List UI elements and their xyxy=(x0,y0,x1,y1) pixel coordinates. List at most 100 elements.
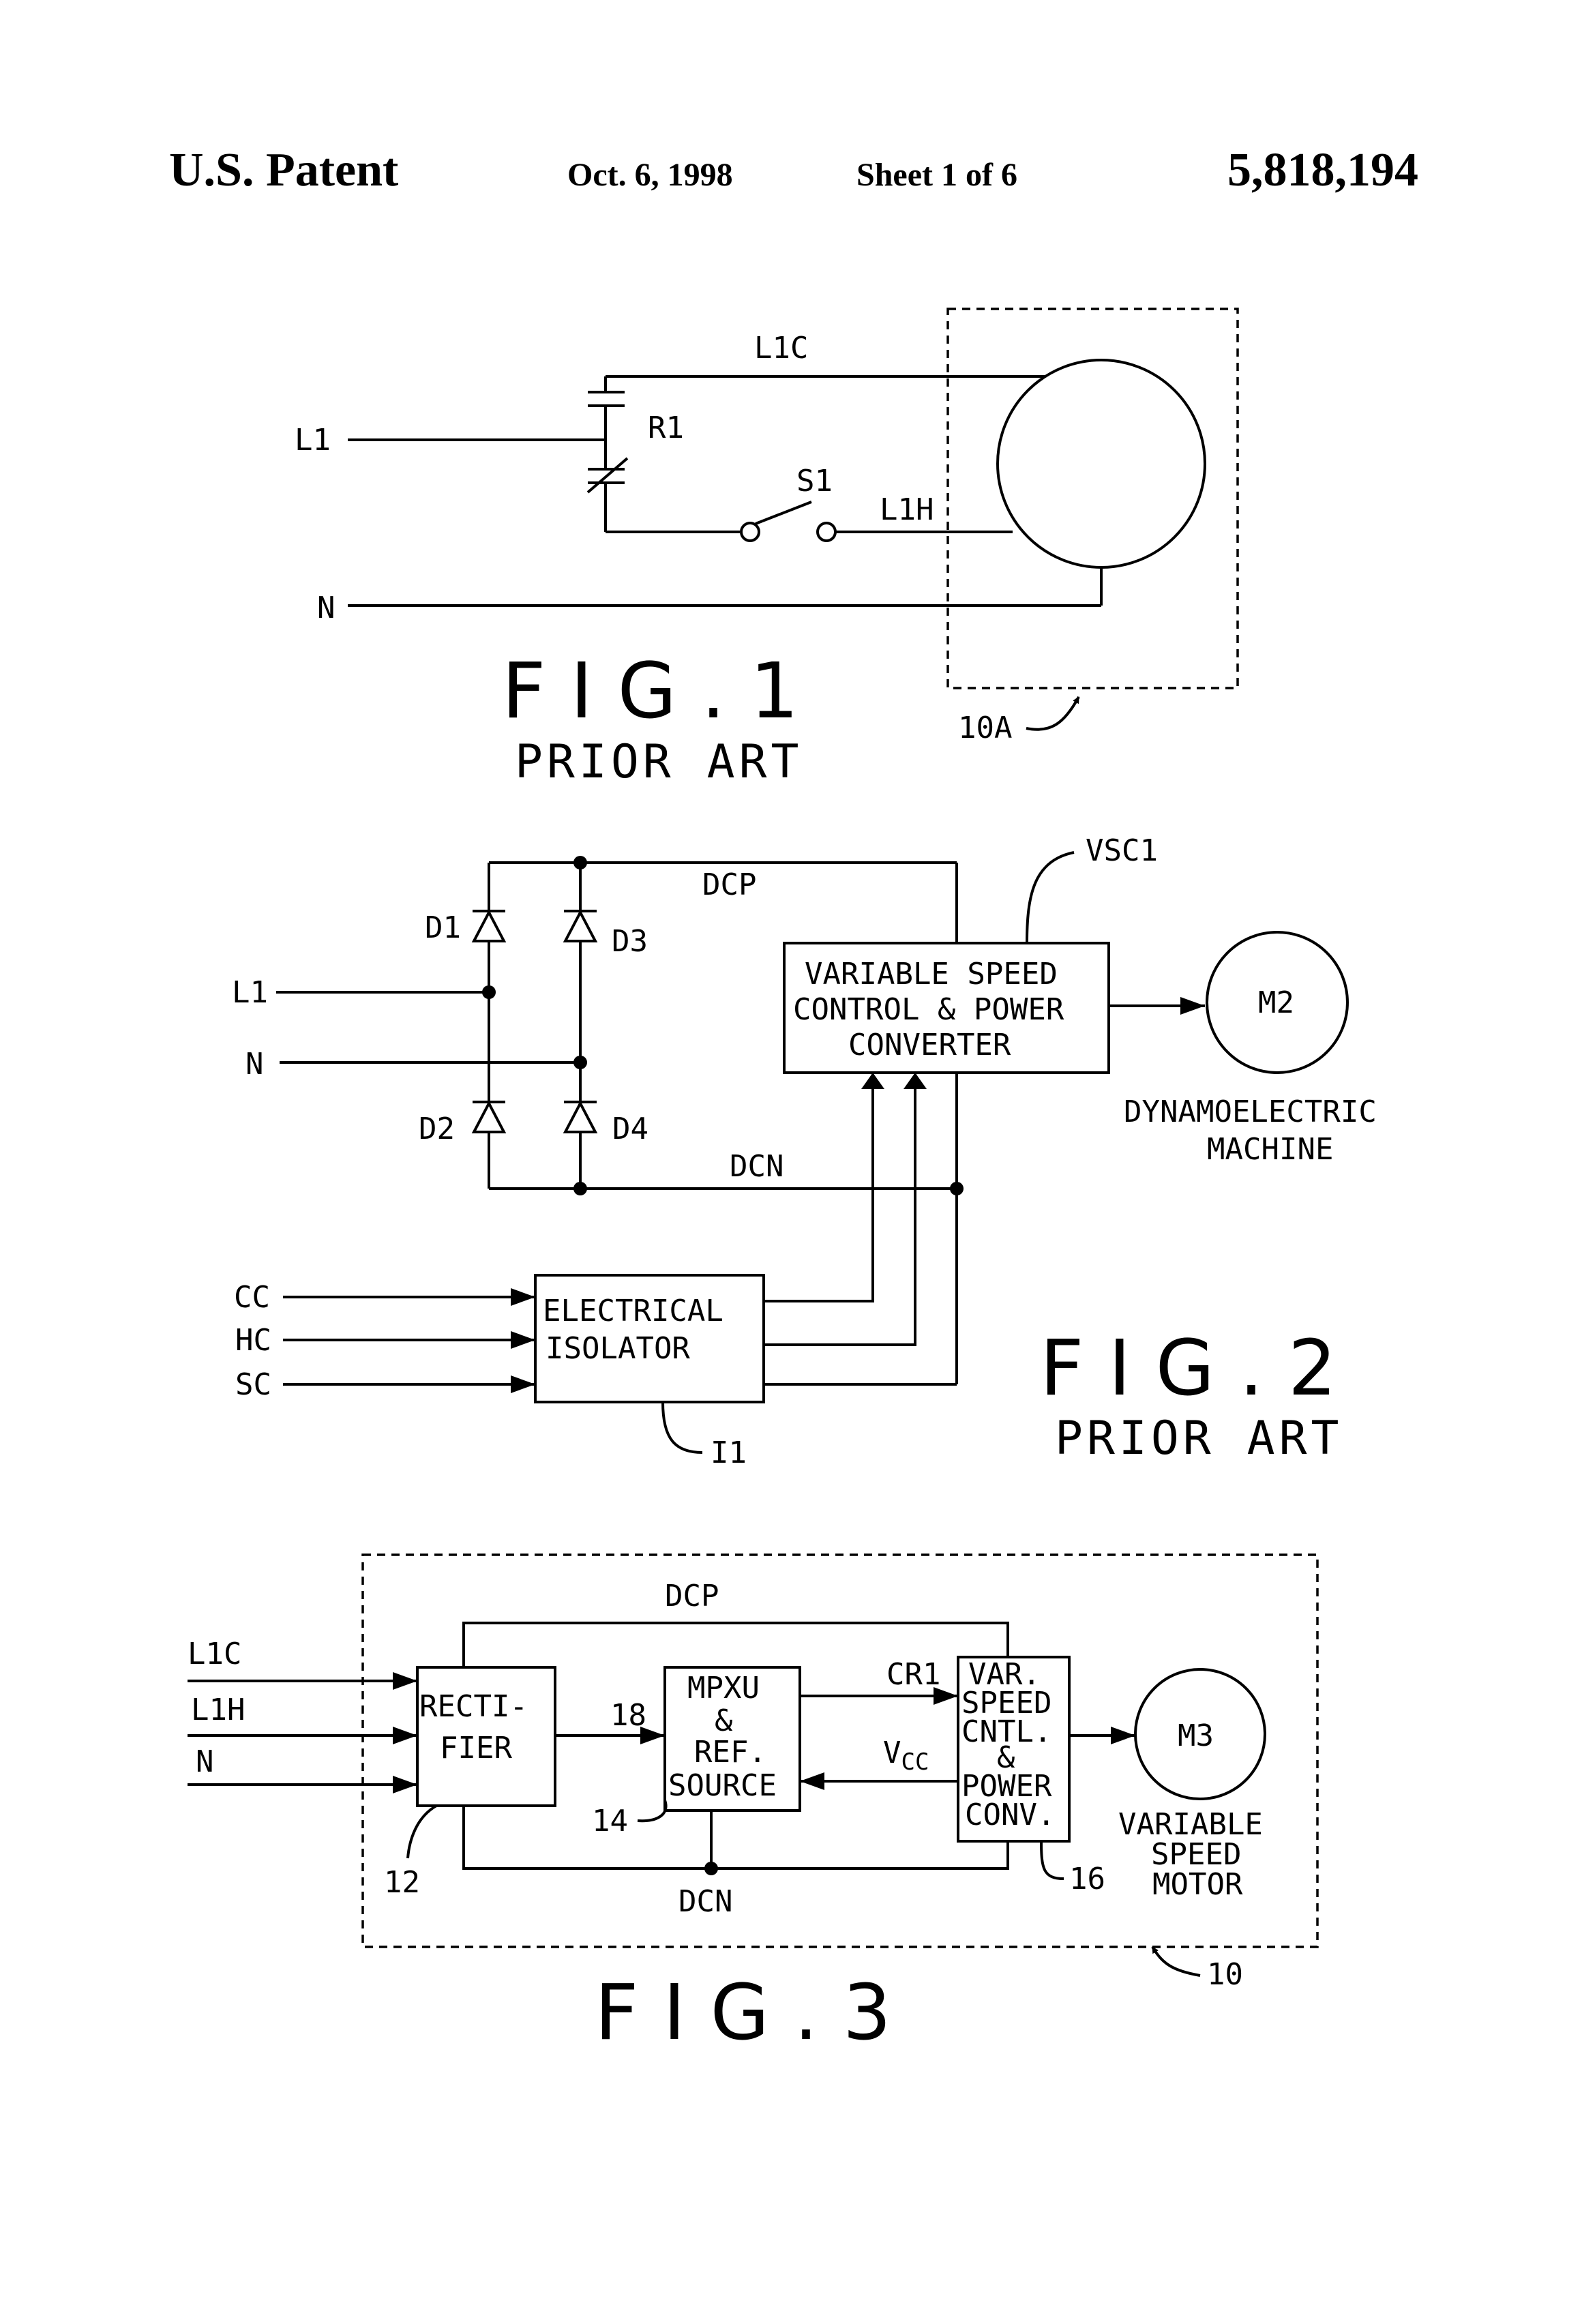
header-patent-number: 5,818,194 xyxy=(1227,144,1418,196)
fig3-vsc-line-2: SPEED xyxy=(961,1686,1051,1720)
diode-d1 xyxy=(471,909,507,942)
fig3-vsc-line-3: CNTL. xyxy=(961,1714,1051,1749)
fig2-label-d1: D1 xyxy=(425,910,461,945)
fig2-label-vsc1: VSC1 xyxy=(1086,833,1158,868)
fig3-enclosure-boundary xyxy=(361,1553,1319,1948)
fig3-label-l1c: L1C xyxy=(188,1637,241,1671)
fig3-vsc-line-6: CONV. xyxy=(965,1798,1055,1832)
fig2-label-cc: CC xyxy=(234,1280,270,1315)
fig3-dcn-rail xyxy=(462,1806,1009,1870)
fig2-label-m2: M2 xyxy=(1258,985,1294,1020)
fig3-vsc-block xyxy=(957,1656,1071,1843)
fig2-vsc-line-2: CONTROL & POWER xyxy=(793,992,1064,1027)
fig2-vsc-block xyxy=(783,942,1110,1074)
fig3-dcn-junction xyxy=(704,1862,718,1875)
fig3-label-l1h: L1H xyxy=(191,1693,245,1727)
fig3-label-m3: M3 xyxy=(1178,1718,1214,1753)
fig3-rectifier-line-2: FIER xyxy=(440,1731,512,1766)
fig1-wiring xyxy=(348,375,1103,607)
fig2-label-i1: I1 xyxy=(711,1435,747,1470)
fig3-vsc-line-5: POWER xyxy=(961,1769,1052,1804)
fig2-label-dcp: DCP xyxy=(702,867,756,902)
figure-1: L1 N L1C R1 S1 L1H M1 10A xyxy=(295,308,1239,789)
fig3-label-12: 12 xyxy=(384,1865,420,1900)
fig1-label-n: N xyxy=(317,591,335,625)
page-header: U.S. Patent Oct. 6, 1998 Sheet 1 of 6 5,… xyxy=(169,144,1418,196)
fig2-vsc-line-3: CONVERTER xyxy=(848,1028,1011,1062)
fig2-isolator-to-vsc-1 xyxy=(764,1073,884,1302)
fig2-label-hc: HC xyxy=(235,1323,271,1358)
fig3-caption-line-1: VARIABLE xyxy=(1118,1807,1263,1842)
fig3-mpxu-line-4: SOURCE xyxy=(668,1768,777,1803)
header-patent-label: U.S. Patent xyxy=(169,144,398,196)
fig3-label-10: 10 xyxy=(1207,1957,1243,1992)
fig1-label-r1: R1 xyxy=(648,411,684,445)
fig3-ref-leader-16 xyxy=(1040,1841,1064,1880)
figure-3: RECTI- FIER MPXU & REF. SOURCE VAR. SPEE… xyxy=(188,1553,1319,2057)
fig3-rectifier-block xyxy=(416,1666,556,1807)
fig1-label-l1h: L1H xyxy=(880,492,934,527)
fig1-label-l1: L1 xyxy=(295,423,331,458)
fig3-mpxu-line-1: MPXU xyxy=(687,1671,760,1705)
fig2-label-d3: D3 xyxy=(612,924,648,959)
fig2-isolator-line-2: ISOLATOR xyxy=(546,1331,690,1366)
fig3-title: FIG.3 xyxy=(595,1969,916,2057)
fig1-enclosure-boundary xyxy=(946,308,1239,689)
fig2-isolator-to-vsc-2 xyxy=(764,1073,927,1346)
fig3-vsc-line-4: & xyxy=(997,1740,1015,1775)
fig3-label-vcc: VCC xyxy=(883,1735,929,1776)
fig1-motor-m1 xyxy=(996,359,1206,569)
fig1-subtitle: PRIOR ART xyxy=(515,735,803,789)
fig2-title: FIG.2 xyxy=(1040,1324,1361,1413)
fig3-vsc-line-1: VAR. xyxy=(968,1657,1041,1692)
fig3-mpxu-block xyxy=(663,1666,801,1812)
header-date: Oct. 6, 1998 xyxy=(567,157,733,193)
fig2-subtitle: PRIOR ART xyxy=(1055,1412,1343,1465)
fig3-label-dcn: DCN xyxy=(678,1884,732,1919)
fig2-isolator-block xyxy=(534,1274,765,1403)
fig1-label-l1c: L1C xyxy=(754,331,808,366)
fig2-isolator-line-1: ELECTRICAL xyxy=(543,1294,723,1328)
fig3-label-cr1: CR1 xyxy=(886,1657,940,1692)
fig1-ref-leader-10a xyxy=(1026,696,1080,731)
switch-s1-blade xyxy=(755,501,812,525)
diode-d2 xyxy=(471,1100,507,1133)
fig2-caption-line-2: MACHINE xyxy=(1207,1132,1333,1167)
fig2-bridge-wiring xyxy=(276,861,958,1384)
fig3-motor-m3 xyxy=(1134,1668,1266,1800)
fig3-mpxu-line-3: REF. xyxy=(694,1735,766,1770)
fig3-mpxu-line-2: & xyxy=(715,1703,733,1738)
fig3-ref-leader-14 xyxy=(637,1800,668,1823)
fig2-ref-leader-vsc1 xyxy=(1026,851,1075,944)
fig2-label-n: N xyxy=(245,1047,264,1082)
fig2-label-sc: SC xyxy=(235,1367,271,1402)
fig2-ref-leader-i1 xyxy=(661,1401,703,1454)
fig3-label-18: 18 xyxy=(610,1698,646,1733)
fig2-label-dcn: DCN xyxy=(730,1149,783,1184)
fig3-dcp-rail xyxy=(462,1622,1009,1667)
fig2-caption-line-1: DYNAMOELECTRIC xyxy=(1124,1094,1377,1129)
fig3-label-16: 16 xyxy=(1069,1862,1105,1896)
fig1-title: FIG.1 xyxy=(502,647,823,736)
fig2-junction-dots xyxy=(482,856,964,1195)
fig3-caption-line-3: MOTOR xyxy=(1152,1867,1243,1902)
fig2-label-d2: D2 xyxy=(419,1112,455,1146)
fig3-rectifier-line-1: RECTI- xyxy=(419,1689,528,1724)
diode-d3 xyxy=(563,909,598,942)
fig2-label-d4: D4 xyxy=(612,1112,648,1146)
fig2-machine-m2 xyxy=(1206,931,1349,1074)
fig3-ref-leader-12 xyxy=(406,1804,438,1859)
diode-d4 xyxy=(563,1100,598,1133)
relay-nc-slash xyxy=(586,457,629,494)
switch-s1-terminal-left xyxy=(740,522,760,542)
fig3-label-dcp: DCP xyxy=(665,1579,719,1613)
switch-s1-terminal-right xyxy=(816,522,837,542)
fig3-ref-leader-10 xyxy=(1151,1946,1201,1977)
header-sheet: Sheet 1 of 6 xyxy=(856,157,1017,193)
fig2-label-l1: L1 xyxy=(232,975,268,1010)
fig1-label-s1: S1 xyxy=(796,464,833,498)
fig3-caption-line-2: SPEED xyxy=(1151,1837,1241,1872)
fig3-label-n: N xyxy=(196,1744,214,1779)
fig1-label-10a: 10A xyxy=(958,711,1012,745)
